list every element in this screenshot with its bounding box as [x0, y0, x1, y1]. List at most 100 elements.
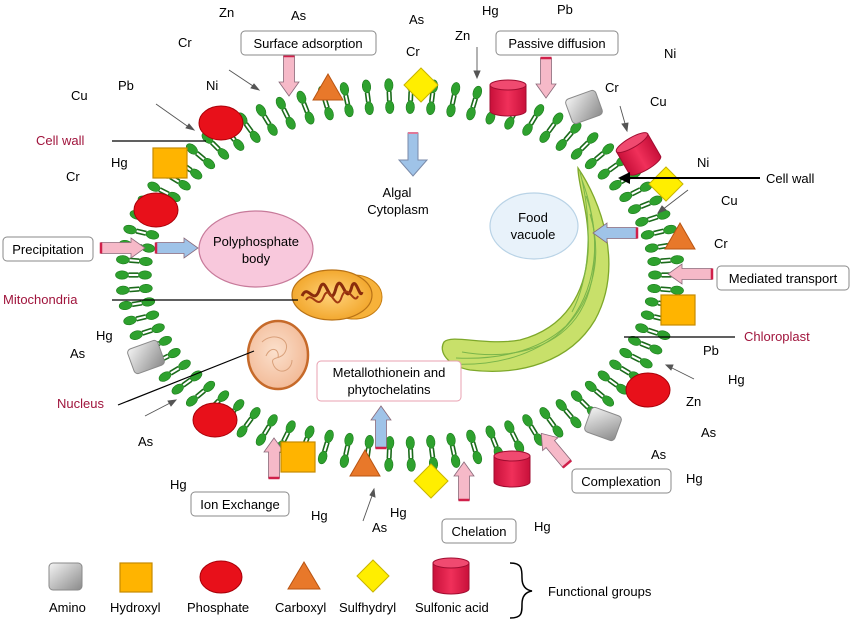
metal-label: Pb: [118, 78, 134, 93]
membrane-tails: [128, 91, 672, 459]
functional-groups-label: Functional groups: [548, 584, 652, 599]
amino-group: [565, 89, 603, 125]
hydroxyl-group: [280, 441, 316, 473]
chelation-box: Chelation: [441, 518, 517, 544]
metal-label: Hg: [390, 505, 407, 520]
chloroplast-label: Chloroplast: [744, 329, 810, 344]
uptake-arrows: [99, 54, 714, 502]
mitochondria-label: Mitochondria: [3, 292, 78, 307]
legend-hydroxyl-icon: [119, 562, 153, 593]
phosphate-group: [198, 105, 244, 141]
metal-label: Cr: [66, 169, 80, 184]
legend-amino-label: Amino: [49, 600, 86, 615]
metal-label: Hg: [728, 372, 745, 387]
metal-label: Hg: [686, 471, 703, 486]
chloroplast: [441, 165, 610, 372]
mediated-transport-arrow: [667, 263, 714, 285]
metal-labels: Zn As As Hg Pb Zn Cr Cr Ni Cu Pb Ni Cr C…: [66, 2, 745, 535]
legend-sulfonic-acid-label: Sulfonic acid: [415, 600, 489, 615]
membrane-beads: [115, 78, 685, 472]
metal-label: As: [372, 520, 388, 535]
metal-label: Ni: [664, 46, 676, 61]
metal-label: Zn: [455, 28, 470, 43]
legend-sulfhydryl-icon: [356, 559, 390, 593]
phosphate-group: [133, 192, 179, 228]
complexation-arrow: [540, 432, 573, 469]
cell-membrane: [115, 78, 685, 472]
complexation-box: Complexation: [571, 468, 672, 494]
metal-label: Ni: [206, 78, 218, 93]
sulfonic-acid-group: [489, 79, 527, 117]
cell-wall-label-right: Cell wall: [766, 171, 815, 186]
mediated-transport-inner-arrow: [592, 222, 639, 244]
chelation-label: Chelation: [452, 524, 507, 539]
legend-amino-icon: [48, 562, 83, 591]
metal-label: As: [651, 447, 667, 462]
metal-label: Ni: [697, 155, 709, 170]
metal-label: As: [138, 434, 154, 449]
metal-label: Hg: [311, 508, 328, 523]
metal-label: Cr: [178, 35, 192, 50]
metal-label: Hg: [482, 3, 499, 18]
amino-group: [584, 406, 622, 442]
metal-label: Cu: [650, 94, 667, 109]
metal-label: Hg: [170, 477, 187, 492]
food-vacuole-label-1: Food: [518, 210, 548, 225]
mediated-transport-box: Mediated transport: [716, 265, 850, 291]
phosphate-group: [192, 402, 238, 438]
metal-label: Hg: [96, 328, 113, 343]
ion-exchange-label: Ion Exchange: [200, 497, 280, 512]
cell-wall-right-pointer: [618, 172, 760, 184]
passive-diffusion-box: Passive diffusion: [495, 30, 619, 56]
metal-label: Cu: [721, 193, 738, 208]
metal-label: Pb: [703, 343, 719, 358]
amino-group: [127, 339, 165, 375]
precipitation-box: Precipitation: [2, 236, 94, 262]
food-vacuole: Food vacuole: [489, 192, 579, 260]
legend-phosphate-label: Phosphate: [187, 600, 249, 615]
metal-label: Zn: [686, 394, 701, 409]
membrane-functional-groups: [127, 67, 696, 499]
metal-label: As: [409, 12, 425, 27]
metal-label: As: [701, 425, 717, 440]
precipitation-arrow: [99, 237, 146, 259]
mediated-transport-label: Mediated transport: [729, 271, 838, 286]
metal-label: Hg: [111, 155, 128, 170]
metal-label: As: [70, 346, 86, 361]
precipitation-inner-arrow: [154, 237, 199, 259]
metallothionein-arrow: [370, 405, 392, 450]
carboxyl-group: [349, 448, 381, 477]
legend-hydroxyl-label: Hydroxyl: [110, 600, 161, 615]
nucleus-label: Nucleus: [57, 396, 104, 411]
nucleus: [246, 319, 310, 391]
polyphosphate-label-1: Polyphosphate: [213, 234, 299, 249]
carboxyl-group: [664, 221, 696, 250]
metal-label: Pb: [557, 2, 573, 17]
legend-sulfonic-acid-icon: [432, 557, 470, 595]
metal-label: Cr: [605, 80, 619, 95]
cytoplasm-arrow: [397, 132, 429, 177]
small-metal-arrows: [144, 47, 695, 522]
food-vacuole-label-2: vacuole: [511, 227, 556, 242]
metal-label: As: [291, 8, 307, 23]
surface-adsorption-box: Surface adsorption: [240, 30, 377, 56]
surface-adsorption-arrow: [278, 54, 300, 97]
cell-wall-label-left: Cell wall: [36, 133, 85, 148]
sulfhydryl-group: [413, 463, 449, 499]
metal-label: Cu: [71, 88, 88, 103]
legend-sulfhydryl-label: Sulfhydryl: [339, 600, 396, 615]
carboxyl-group: [312, 72, 344, 101]
sulfonic-acid-group: [615, 132, 662, 176]
chelation-arrow: [453, 461, 475, 502]
phosphate-group: [625, 372, 671, 408]
precipitation-label: Precipitation: [12, 242, 84, 257]
sulfhydryl-group: [648, 166, 684, 202]
metallothionein-label-1: Metallothionein and: [333, 365, 446, 380]
legend-phosphate-icon: [199, 560, 243, 594]
polyphosphate-label-2: body: [242, 251, 271, 266]
metal-label: Zn: [219, 5, 234, 20]
passive-diffusion-arrow: [535, 56, 557, 99]
hydroxyl-group: [152, 147, 188, 179]
legend-carboxyl-icon: [287, 561, 321, 590]
